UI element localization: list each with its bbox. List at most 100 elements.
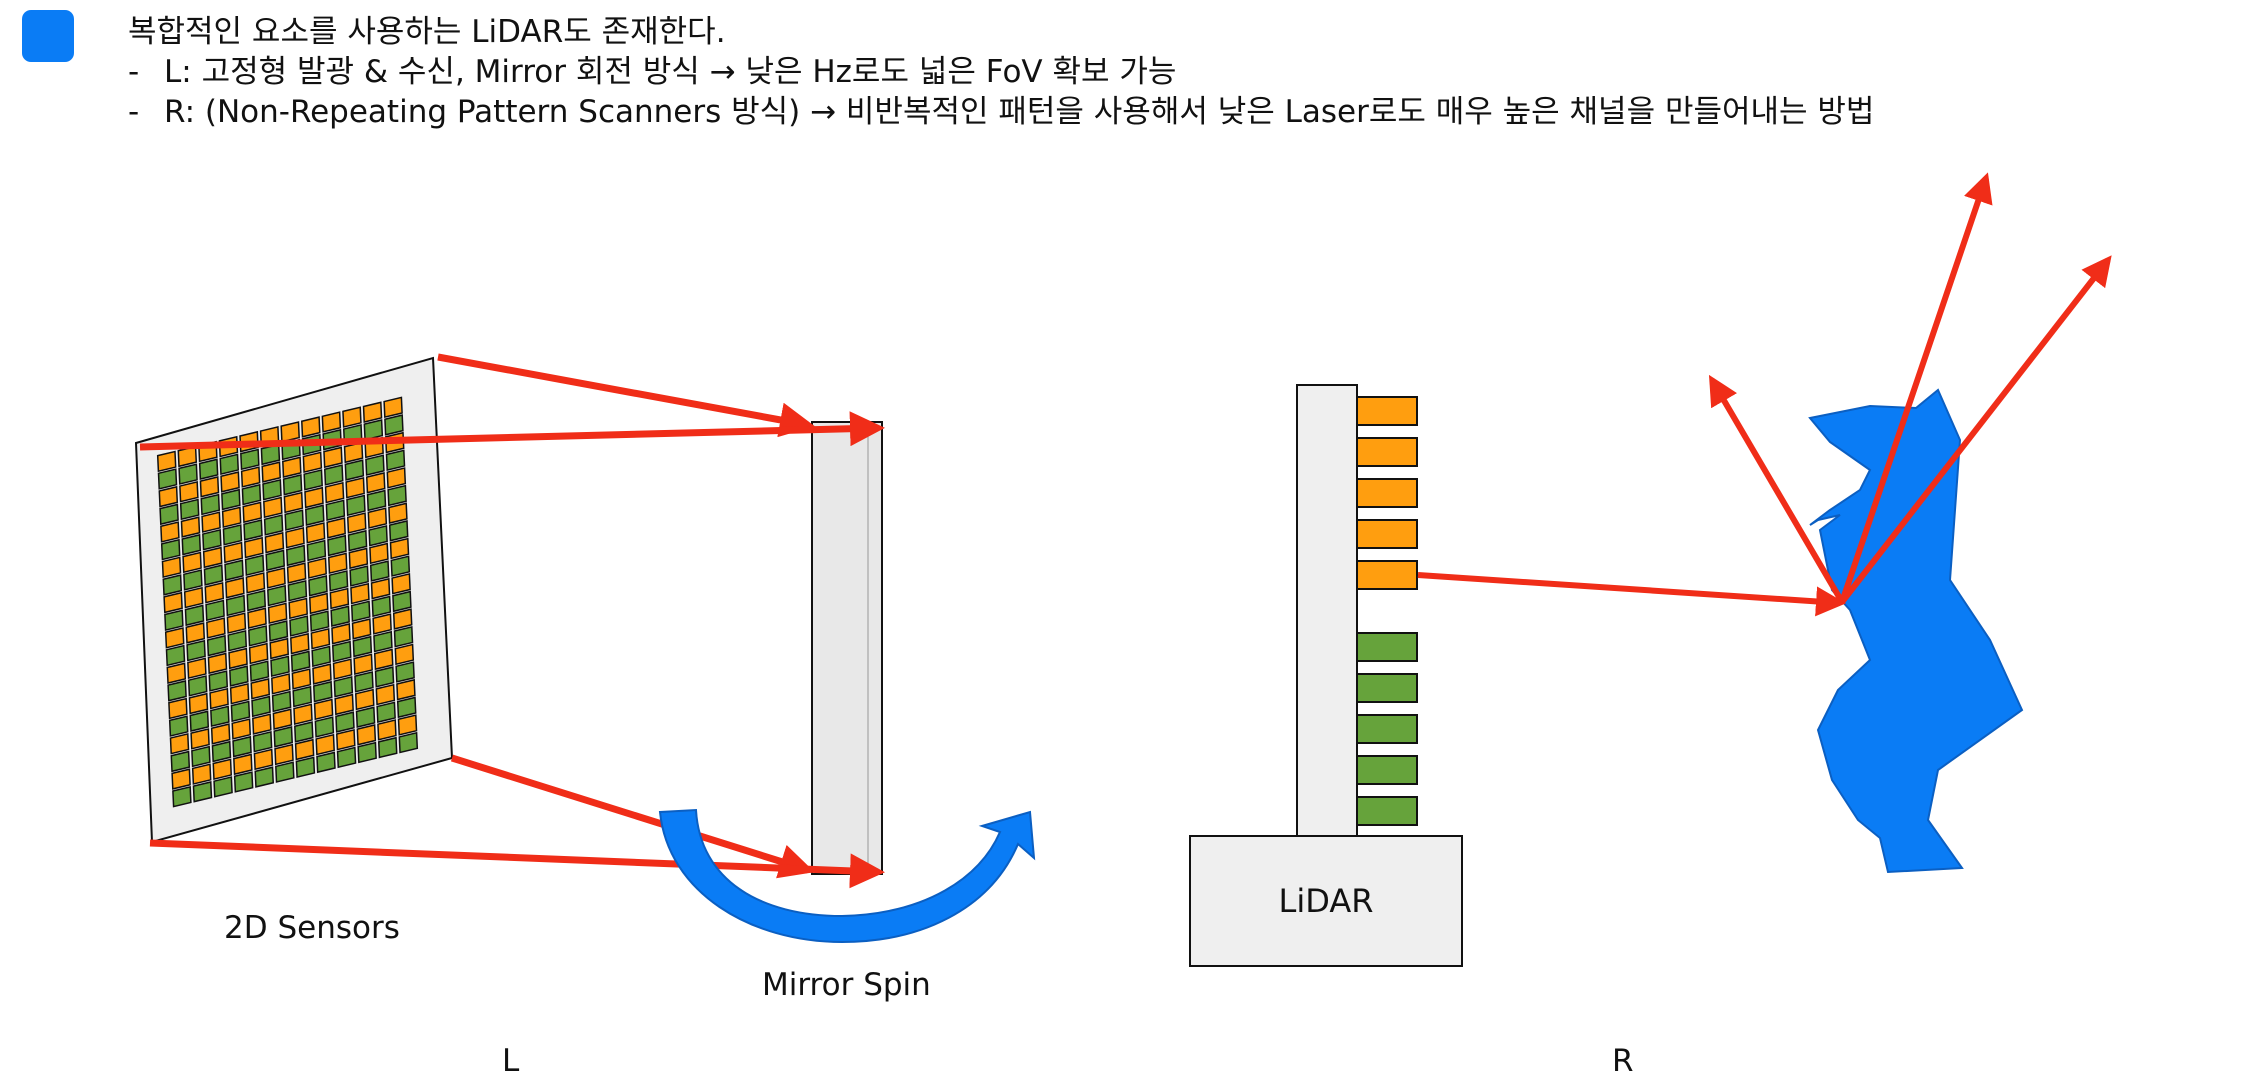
sensor-cell xyxy=(365,454,385,476)
sensor-cell xyxy=(372,613,392,635)
sensor-cell xyxy=(249,660,270,682)
sensor-cell xyxy=(325,499,346,522)
sensor-cell xyxy=(201,511,221,533)
sensor-cell xyxy=(307,557,327,579)
sensor-cell xyxy=(263,496,283,519)
sensor-cell xyxy=(224,559,244,581)
sensor-cell xyxy=(230,700,251,723)
sensor-cell xyxy=(199,476,220,498)
bullet-text-r: R: (Non-Repeating Pattern Scanners 방식) →… xyxy=(164,94,1875,130)
sensor-cell xyxy=(231,718,252,740)
sensor-cell xyxy=(305,522,326,544)
laser-ray xyxy=(1417,572,1846,617)
sensor-cell xyxy=(272,708,293,730)
sensor-cell xyxy=(232,735,252,758)
sensor-cell xyxy=(323,464,344,486)
sensor-cell xyxy=(326,517,346,539)
sensor-cell xyxy=(377,719,397,741)
receiver-block xyxy=(1356,796,1418,826)
sensor-cell xyxy=(386,467,407,489)
sensor-cell xyxy=(369,560,390,582)
sensor-cell xyxy=(188,692,209,715)
sensor-cell xyxy=(202,529,222,551)
sensor-cell xyxy=(331,640,352,663)
sensor-cell xyxy=(179,498,200,521)
sensor-cell xyxy=(283,491,304,514)
sensor-cell xyxy=(253,748,274,771)
header-title: 복합적인 요소를 사용하는 LiDAR도 존재한다. xyxy=(128,14,726,50)
emitter-block xyxy=(1356,478,1418,508)
receiver-block xyxy=(1356,673,1418,703)
sensor-cell xyxy=(190,728,210,750)
sensor-cell xyxy=(222,524,243,546)
sensor-cell xyxy=(369,542,389,565)
sensor-cell xyxy=(395,661,415,683)
mirror-side xyxy=(811,421,883,875)
sensor-cell xyxy=(362,401,383,423)
sensor-cell xyxy=(185,622,206,644)
sensor-cell xyxy=(293,703,313,726)
sensor-cell xyxy=(204,581,225,604)
sensor-cell xyxy=(294,738,315,761)
sensor-cell xyxy=(287,579,308,602)
sensor-cell xyxy=(206,617,226,639)
sensor-cell xyxy=(304,486,324,509)
sensor-cell xyxy=(313,698,334,721)
sensor-cell xyxy=(187,657,207,680)
sensor-cell xyxy=(160,521,180,543)
sensor-cell xyxy=(220,471,240,493)
sensor-cell xyxy=(397,714,418,736)
sensor-cell xyxy=(192,781,213,803)
sensor-cell xyxy=(376,701,396,724)
sensor-cell xyxy=(221,488,241,511)
sensor-cell xyxy=(289,615,309,637)
sensor-cell xyxy=(198,458,219,480)
sensor-cell xyxy=(252,730,273,753)
sensor-cell xyxy=(165,644,186,667)
sensor-cell xyxy=(226,612,247,634)
sensor-cell xyxy=(323,446,343,469)
sensor-cell xyxy=(243,519,263,541)
emitter-block xyxy=(1356,560,1418,590)
sensor-cell xyxy=(248,642,269,665)
sensor-cell xyxy=(200,493,221,516)
sensor-cell xyxy=(365,472,386,494)
sensor-cell xyxy=(282,474,303,496)
sensor-cell xyxy=(373,648,394,671)
sensor-cell xyxy=(350,582,370,605)
sensor-cell xyxy=(162,574,183,596)
sensor-cell xyxy=(168,697,188,720)
sensor-cell xyxy=(351,618,372,640)
sensor-cell xyxy=(285,526,305,549)
receiver-block xyxy=(1356,632,1418,662)
sensor-cell xyxy=(267,602,288,625)
lidar-pole xyxy=(1296,384,1358,837)
sensor-cell xyxy=(254,766,274,788)
sensor-cell xyxy=(159,503,179,526)
sensor-cell xyxy=(246,589,266,612)
sensor-cell xyxy=(164,609,184,631)
sensor-cell xyxy=(368,524,388,547)
sensor-cell xyxy=(210,705,230,728)
sensor-cell xyxy=(384,414,404,436)
sensor-cell xyxy=(308,575,328,597)
sensor-cell xyxy=(209,687,229,710)
sensor-cell xyxy=(371,595,392,618)
sensor-cell xyxy=(242,501,262,524)
sensor-cell xyxy=(331,623,351,645)
sensor-cell xyxy=(370,577,391,600)
sensor-cell xyxy=(354,688,375,711)
sensor-cell xyxy=(350,600,371,623)
sensor-cell xyxy=(309,610,330,632)
sensor-cell xyxy=(164,627,185,649)
sensor-cell xyxy=(355,706,376,728)
sensor-cell xyxy=(335,711,355,733)
emitter-block xyxy=(1356,519,1418,549)
target-object xyxy=(1808,388,2024,874)
sensor-cell xyxy=(356,724,377,746)
sensor-cell xyxy=(282,456,302,478)
sensor-cell xyxy=(251,695,271,718)
sensor-cell xyxy=(265,549,285,572)
sensor-cell xyxy=(377,736,398,759)
sensor-cell xyxy=(328,570,349,592)
